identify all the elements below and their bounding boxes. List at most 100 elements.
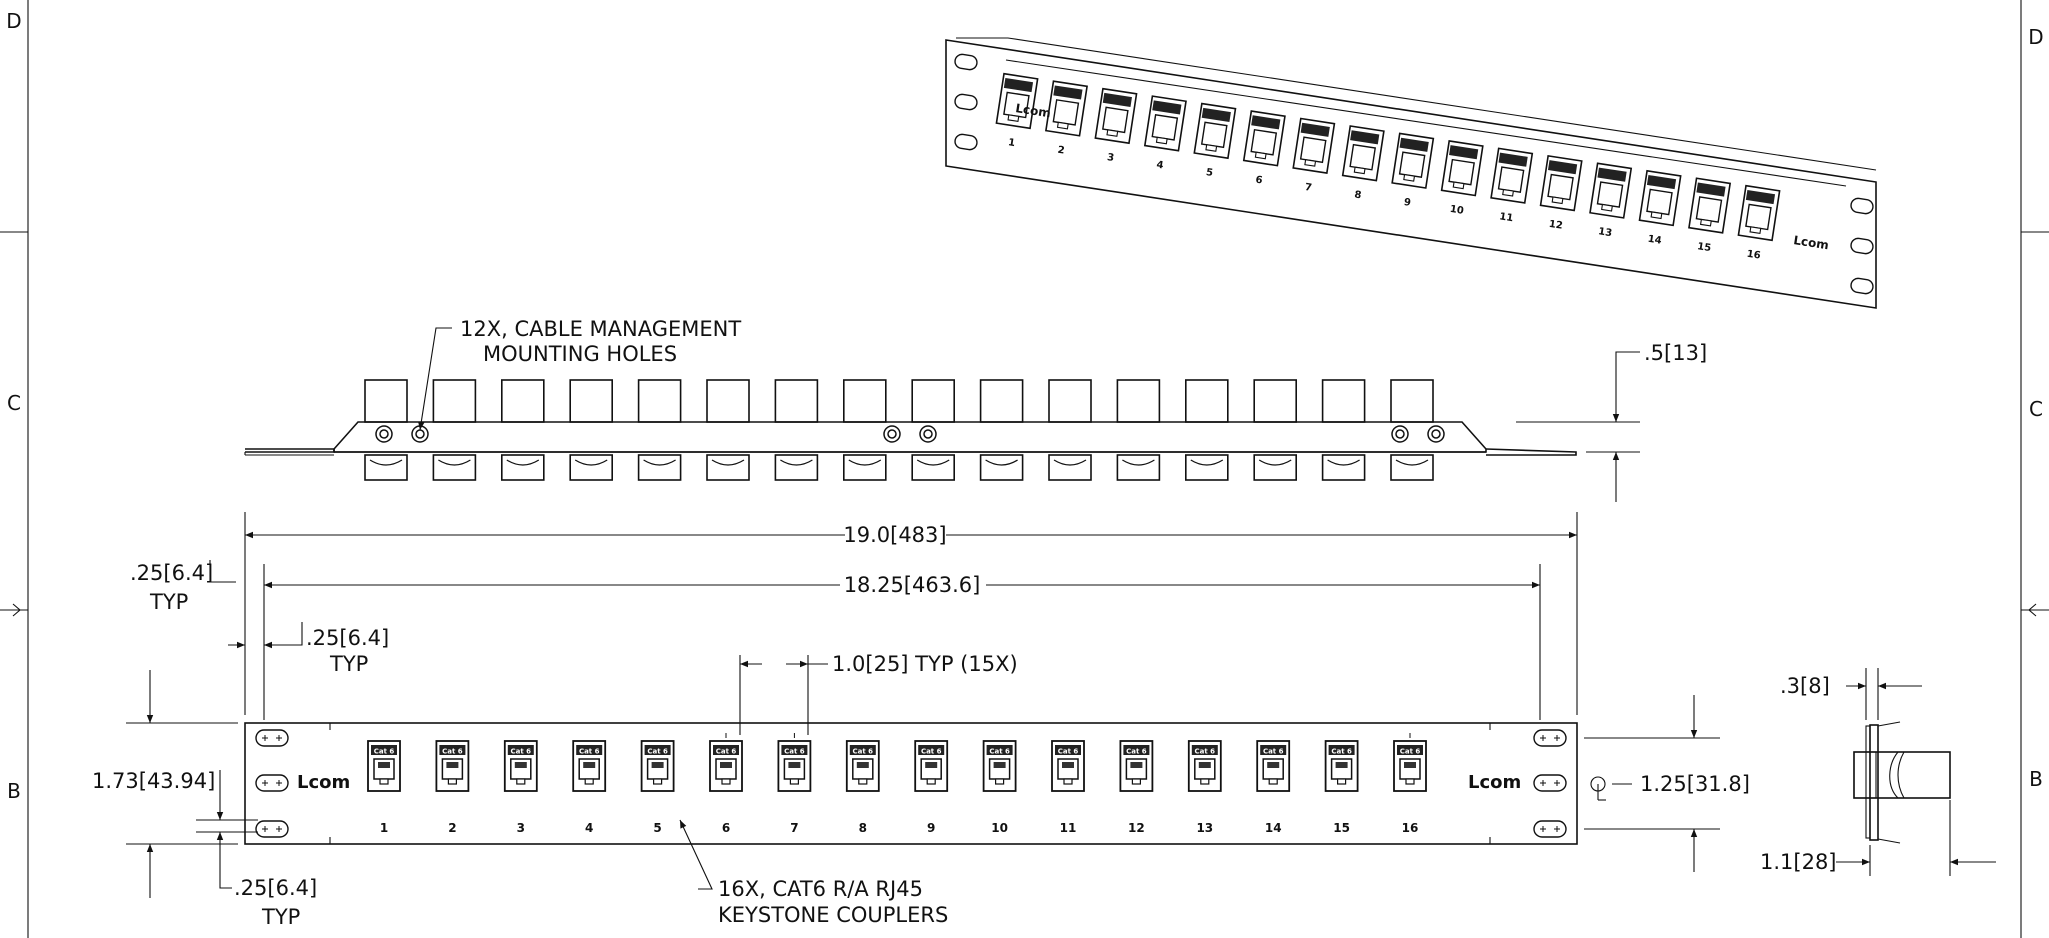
- iso-keystone-port: 14: [1638, 169, 1682, 247]
- rj45-contacts: [378, 762, 390, 768]
- hole-offset-typ: TYP: [329, 652, 368, 676]
- iso-label-plate: [1696, 182, 1726, 197]
- iso-jack: [1349, 143, 1377, 171]
- iso-label-plate: [1251, 115, 1281, 130]
- port-cat-label: Cat 6: [716, 748, 737, 756]
- iso-latch: [1749, 226, 1762, 235]
- cable-mgmt-label-line2: MOUNTING HOLES: [483, 342, 677, 366]
- iso-keystone-port: 2: [1044, 80, 1088, 157]
- cable-mgmt-callout: 12X, CABLE MANAGEMENT MOUNTING HOLES: [418, 317, 741, 431]
- iso-port-number: 10: [1449, 204, 1464, 217]
- keystone-body-top: [500, 379, 545, 423]
- iso-jack: [1102, 106, 1129, 134]
- port-cat-label: Cat 6: [374, 748, 395, 756]
- port-label-plate: [849, 745, 876, 755]
- top-keystone: [911, 379, 956, 481]
- rj45-latch: [789, 778, 800, 785]
- iso-port-number: 5: [1205, 167, 1214, 179]
- top-keystone: [569, 379, 614, 481]
- rj45-latch: [1268, 778, 1278, 785]
- slot-outline: [255, 729, 289, 747]
- rj45-contacts: [856, 762, 869, 768]
- rj45-latch: [1405, 778, 1415, 785]
- overall-width-dimension: 19.0[483]: [244, 512, 1578, 715]
- keystone-body-bottom: [1390, 454, 1434, 481]
- front-view: Cat 6 Cat 6 Cat 6 Cat 6 Cat 6 Cat 6 Cat 6 Cat 6…: [244, 722, 1578, 845]
- rj45-latch: [379, 778, 389, 785]
- port-number: 6: [722, 821, 730, 835]
- iso-keystone-port: 15: [1688, 177, 1732, 254]
- port-number: 5: [653, 821, 661, 835]
- top-keystone: [706, 379, 750, 481]
- keystone-body-top: [1116, 379, 1161, 423]
- rj45-contacts: [788, 762, 801, 768]
- rj45-contacts: [720, 762, 732, 768]
- port-label-plate: [1191, 745, 1218, 755]
- iso-label-plate: [1102, 92, 1132, 108]
- bottom-offset-label: .25[6.4]: [234, 876, 317, 900]
- iso-jack: [1200, 121, 1228, 149]
- iso-jack: [1398, 151, 1426, 179]
- port-cat-label: Cat 6: [1263, 748, 1284, 756]
- keystone-latch: [1053, 459, 1087, 466]
- iso-jack: [1596, 181, 1624, 208]
- keystone-body-top: [1048, 379, 1092, 423]
- iso-port-number: 6: [1255, 175, 1264, 187]
- front-keystone-port: Cat 6: [367, 740, 401, 792]
- rj45-contacts: [1335, 762, 1348, 768]
- mounting-slot: [1533, 820, 1567, 838]
- rj45-latch: [1063, 778, 1073, 785]
- hole-spacing-label: 18.25[463.6]: [844, 573, 981, 597]
- iso-port-number: 3: [1106, 152, 1115, 164]
- iso-port-number: 14: [1647, 234, 1662, 247]
- rj45-contacts: [1130, 762, 1143, 768]
- iso-latch: [1254, 151, 1267, 160]
- hole-inner: [379, 429, 389, 439]
- port-cat-label: Cat 6: [442, 748, 463, 756]
- iso-keystone-port: 1: [995, 72, 1039, 149]
- keystone-latch: [985, 459, 1018, 466]
- port-label-plate: [507, 745, 534, 755]
- top-keystone: [500, 379, 545, 481]
- top-view: [244, 379, 1577, 481]
- top-keystone: [1253, 379, 1297, 481]
- front-keystone-port: Cat 6: [1324, 740, 1359, 792]
- center-height-label: 1.25[31.8]: [1640, 772, 1750, 796]
- keystone-latch: [574, 459, 608, 466]
- front-keystone-port: Cat 6: [1119, 740, 1154, 792]
- port-cat-label: Cat 6: [1400, 748, 1421, 756]
- keystone-body-bottom: [979, 454, 1024, 481]
- iso-port-number: 1: [1007, 137, 1016, 149]
- keystone-body-bottom: [500, 454, 545, 481]
- center-height-dimension: 1.25[31.8]: [1584, 695, 1750, 872]
- port-label-plate: [1397, 745, 1423, 755]
- iso-jack: [1052, 99, 1080, 126]
- port-cat-label: Cat 6: [647, 748, 668, 756]
- port-pitch-label: 1.0[25] TYP (15X): [832, 652, 1018, 676]
- zone-left-d: D: [6, 9, 21, 33]
- keystone-body-top: [637, 379, 682, 423]
- port-label-plate: [1055, 745, 1081, 755]
- keystone-body-top: [706, 379, 750, 423]
- front-brand-right: Lcom: [1468, 772, 1521, 793]
- iso-mounting-slot: [954, 93, 978, 111]
- port-number: 1: [380, 821, 388, 835]
- keystone-body-top: [1185, 379, 1229, 423]
- rj45-contacts: [925, 762, 938, 768]
- mounting-slot: [255, 820, 289, 838]
- side-thickness-label: .3[8]: [1780, 674, 1830, 698]
- iso-keystone-port: 3: [1094, 87, 1138, 164]
- port-number: 12: [1128, 821, 1145, 835]
- port-number: 7: [790, 821, 798, 835]
- port-cat-label: Cat 6: [921, 748, 942, 756]
- iso-latch: [1106, 129, 1119, 137]
- keystone-body-top: [774, 379, 819, 423]
- keystone-latch: [780, 459, 813, 466]
- iso-jack: [1299, 136, 1327, 164]
- iso-port-number: 12: [1548, 219, 1563, 232]
- mounting-slot: [255, 729, 289, 747]
- rj45-latch: [926, 778, 936, 785]
- iso-keystone-port: 9: [1391, 132, 1435, 209]
- port-label-plate: [918, 745, 945, 755]
